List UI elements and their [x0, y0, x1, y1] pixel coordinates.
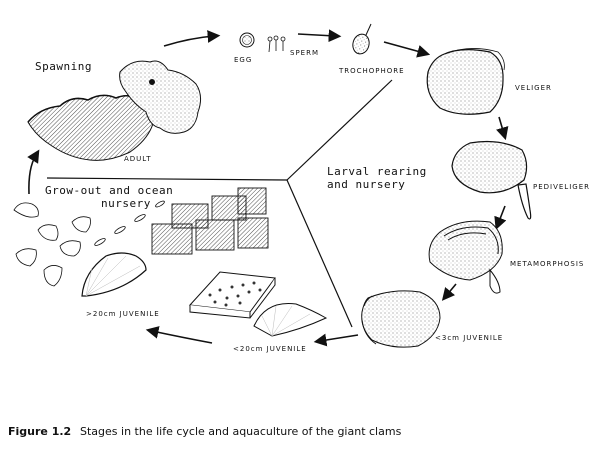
section-growout-line1: Grow-out and ocean [45, 184, 174, 197]
adult-clam-illustration [27, 60, 202, 161]
label-sperm: SPERM [290, 49, 319, 57]
arrow-20cm-to-growout [145, 326, 213, 344]
sperm-illustration [267, 35, 286, 53]
arrow-sperm-to-trochophore [297, 29, 342, 43]
egg-illustration [239, 32, 255, 48]
metamorphosis-illustration [428, 220, 503, 294]
figure-caption: Figure 1.2 Stages in the life cycle and a… [8, 425, 401, 438]
figure-number: Figure 1.2 [8, 425, 72, 438]
label-pediveliger: PEDIVELIGER [533, 183, 590, 191]
arrow-trochophore-to-veliger [383, 41, 431, 58]
section-larval-rearing-line1: Larval rearing [327, 165, 427, 178]
nursery-cages-illustration [151, 187, 269, 255]
arrow-growout-to-adult [27, 149, 40, 195]
juvenile-gt20cm-illustration [81, 252, 147, 297]
figure-caption-text: Stages in the life cycle and aquaculture… [80, 425, 402, 438]
cycle-arrows [27, 29, 509, 347]
section-spawning: Spawning [35, 60, 92, 73]
nursery-tray-illustration [188, 271, 276, 319]
label-juvenile-gt20cm: >20cm JUVENILE [86, 310, 160, 318]
arrow-metamorphosis-to-juvenile [441, 283, 457, 301]
arrow-3cm-to-20cm [313, 333, 359, 347]
juvenile-lt20cm-illustration [253, 302, 328, 337]
arrow-adult-to-egg [163, 30, 221, 47]
label-metamorphosis: METAMORPHOSIS [510, 260, 585, 268]
label-veliger: VELIGER [515, 84, 552, 92]
veliger-illustration [426, 48, 505, 115]
arrow-pediveliger-to-metamorphosis [494, 205, 507, 230]
section-larval-rearing-line2: and nursery [327, 178, 406, 191]
ocean-nursery-illustration [13, 200, 165, 287]
label-adult: ADULT [124, 155, 152, 163]
label-trochophore: TROCHOPHORE [339, 67, 405, 75]
label-egg: EGG [234, 56, 253, 64]
divider-left [46, 177, 288, 181]
pediveliger-illustration [451, 140, 532, 220]
juvenile-3cm-illustration [361, 290, 441, 348]
section-growout-line2: nursery [101, 197, 151, 210]
arrow-veliger-to-pediveliger [496, 116, 509, 141]
label-juvenile-3cm: <3cm JUVENILE [435, 334, 504, 342]
divider-top [286, 79, 393, 181]
label-juvenile-lt20cm: <20cm JUVENILE [233, 345, 307, 353]
trochophore-illustration [352, 23, 372, 55]
divider-bottom [286, 179, 353, 328]
section-dividers [46, 79, 393, 328]
